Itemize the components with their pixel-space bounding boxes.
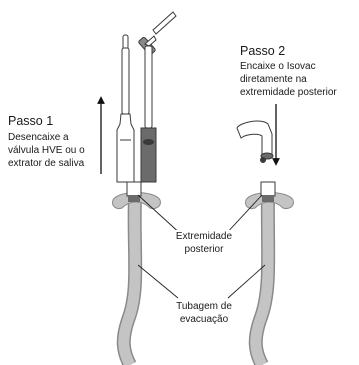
hve-valve-illustration [138, 11, 177, 183]
step1-title: Passo 1 [8, 114, 54, 128]
rear-end-label-line-1: Extremidade [175, 231, 233, 242]
evac-tubing-label: Tubagem de evacuação [166, 300, 242, 326]
step2-title: Passo 2 [240, 44, 286, 58]
rear-end-label-line-2: posterior [184, 244, 224, 255]
step2-line-3: extremidade posterior [240, 87, 337, 98]
step1-line-2: válvula HVE ou o [8, 145, 85, 156]
rear-end-leaders [137, 194, 263, 237]
rear-end-label: Extremidade posterior [168, 230, 240, 256]
step1-line-3: extrator de saliva [8, 158, 85, 169]
right-evacuation-tube [245, 181, 294, 365]
saliva-ejector-illustration [116, 34, 135, 183]
step1-line-1: Desencaixe a [8, 132, 69, 143]
step2-line-2: diretamente na [240, 74, 307, 85]
left-evacuation-tube [112, 181, 161, 365]
step2-line-1: Encaixe o Isovac [240, 61, 316, 72]
isovac-adapter-illustration [236, 120, 274, 163]
tubing-leaders [137, 264, 266, 299]
evac-tubing-label-line-1: Tubagem de [176, 301, 232, 312]
evac-tubing-label-line-2: evacuação [179, 314, 229, 325]
